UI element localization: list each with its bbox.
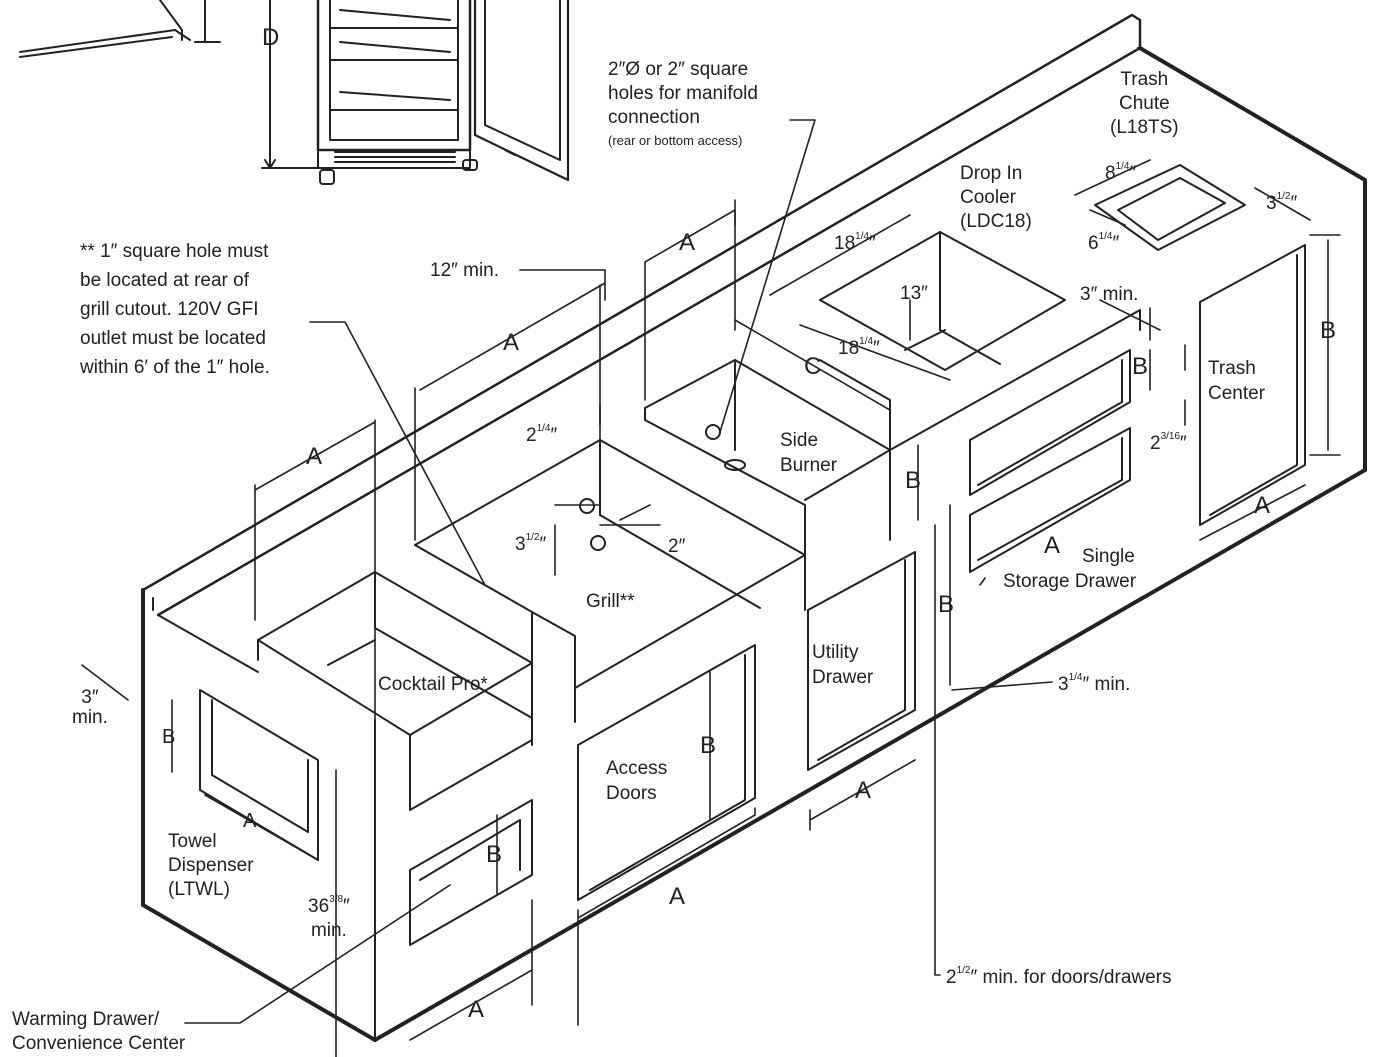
trash-chute-label: Trash Chute (L18TS): [1110, 69, 1179, 138]
dim-a-cocktail: A: [306, 443, 323, 470]
warming-drawer-opening: [409, 799, 533, 946]
dim-6-quarter: 61/4″: [1088, 230, 1120, 254]
single-storage-drawer-label-2: Storage Drawer: [1003, 571, 1137, 592]
dim-b-burner: B: [905, 467, 922, 494]
single-storage-drawer-label-1: Single: [1082, 546, 1135, 567]
dim-8-quarter: 81/4″: [1105, 160, 1137, 184]
grill-hole-note: ** 1″ square hole must be located at rea…: [80, 241, 270, 378]
drop-in-cooler-cutout: [819, 231, 1141, 451]
dim-b-utility: B: [938, 591, 955, 618]
refrigerator-illustration: [261, 0, 570, 185]
trash-chute-cutout: [1094, 164, 1246, 251]
dim-12-min: 12″ min.: [430, 260, 500, 281]
grill-cutout: [414, 439, 806, 723]
manifold-note: 2″Ø or 2″ square holes for manifold conn…: [608, 59, 758, 128]
dim-a-warming: A: [468, 996, 485, 1023]
dim-2-quarter: 21/4″: [526, 422, 558, 446]
dim-3-half: 31/2″: [1266, 190, 1298, 214]
storage-drawer-openings: [969, 349, 1131, 573]
dim-a-towel: A: [243, 810, 257, 832]
cocktail-pro-label: Cocktail Pro*: [378, 674, 488, 695]
utility-drawer-label: Utility Drawer: [812, 642, 874, 688]
dim-d: D: [262, 24, 280, 51]
side-burner-cutout: [644, 359, 891, 556]
trash-center-opening: [1199, 244, 1306, 526]
dim-18-quarter-top: 181/4″: [834, 230, 876, 254]
dim-2-inch: 2″: [668, 536, 686, 557]
access-doors-opening: [577, 644, 756, 901]
dim-a-drawer: A: [1044, 532, 1061, 559]
dim-3-min-right: 3″ min.: [1080, 284, 1139, 305]
dim-a-utility: A: [855, 777, 872, 804]
dim-a-top: A: [679, 229, 696, 256]
side-burner-label: Side Burner: [780, 430, 838, 476]
dim-a-grill: A: [503, 329, 520, 356]
dim-b-access: B: [700, 732, 717, 759]
dim-c: C: [804, 353, 822, 380]
drop-in-cooler-label: Drop In Cooler (LDC18): [960, 163, 1032, 232]
utility-drawer-opening: [807, 551, 916, 771]
dim-18-quarter-bottom: 181/4″: [838, 335, 880, 359]
dim-b-drawer: B: [1132, 353, 1149, 380]
access-doors-label: Access Doors: [606, 758, 668, 804]
dim-a-access: A: [669, 883, 686, 910]
dim-3-quarter-min: 31/4″ min.: [1058, 671, 1131, 695]
dim-b-trash: B: [1320, 317, 1337, 344]
trash-center-label: Trash Center: [1208, 358, 1266, 404]
dim-a-trash: A: [1254, 492, 1271, 519]
dim-b-warming: B: [486, 841, 503, 868]
dim-3-half-grill: 31/2″: [515, 531, 547, 555]
towel-dispenser-label: Towel Dispenser (LTWL): [168, 831, 254, 900]
grill-label: Grill**: [586, 591, 635, 612]
dim-36-3-8: 363/8″min.: [308, 893, 350, 941]
dim-2-3-16: 23/16″: [1150, 430, 1187, 454]
warming-drawer-label: Warming Drawer/ Convenience Center: [12, 1009, 186, 1054]
dim-13: 13″: [900, 283, 928, 304]
dim-3-min-left: 3″ min.: [72, 687, 108, 728]
dimension-lines: [81, 119, 1341, 1057]
dim-b-towel: B: [162, 726, 176, 748]
adjacent-counter: [19, 0, 221, 58]
manifold-access-note: (rear or bottom access): [608, 133, 743, 148]
dim-2-half-min: 21/2″ min. for doors/drawers: [946, 964, 1172, 988]
